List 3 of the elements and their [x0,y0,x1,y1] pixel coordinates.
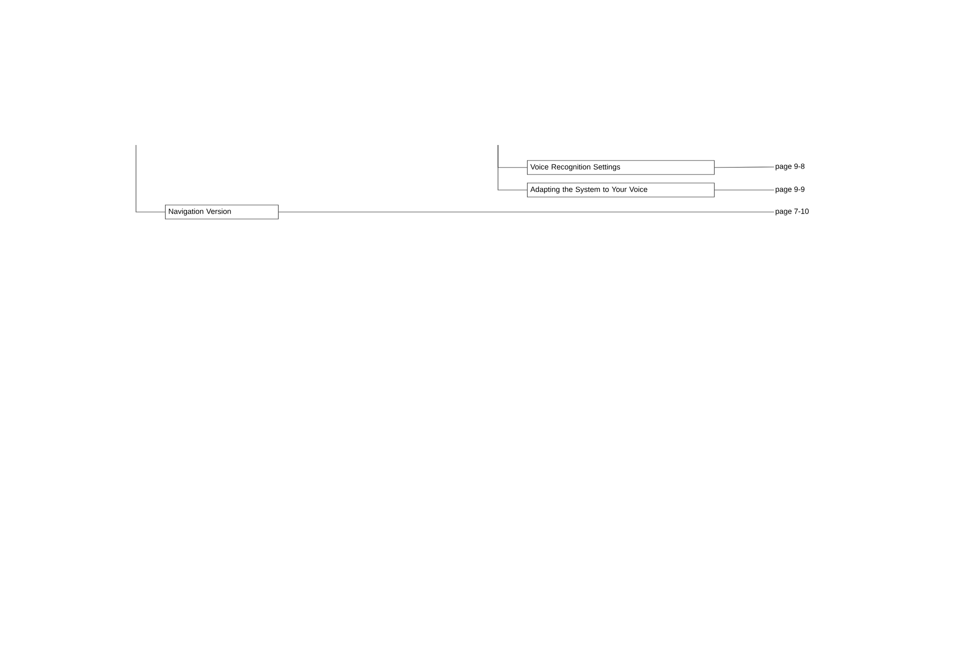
connector-line [714,166,774,168]
tree-line [136,144,166,212]
tree-line [498,144,528,190]
